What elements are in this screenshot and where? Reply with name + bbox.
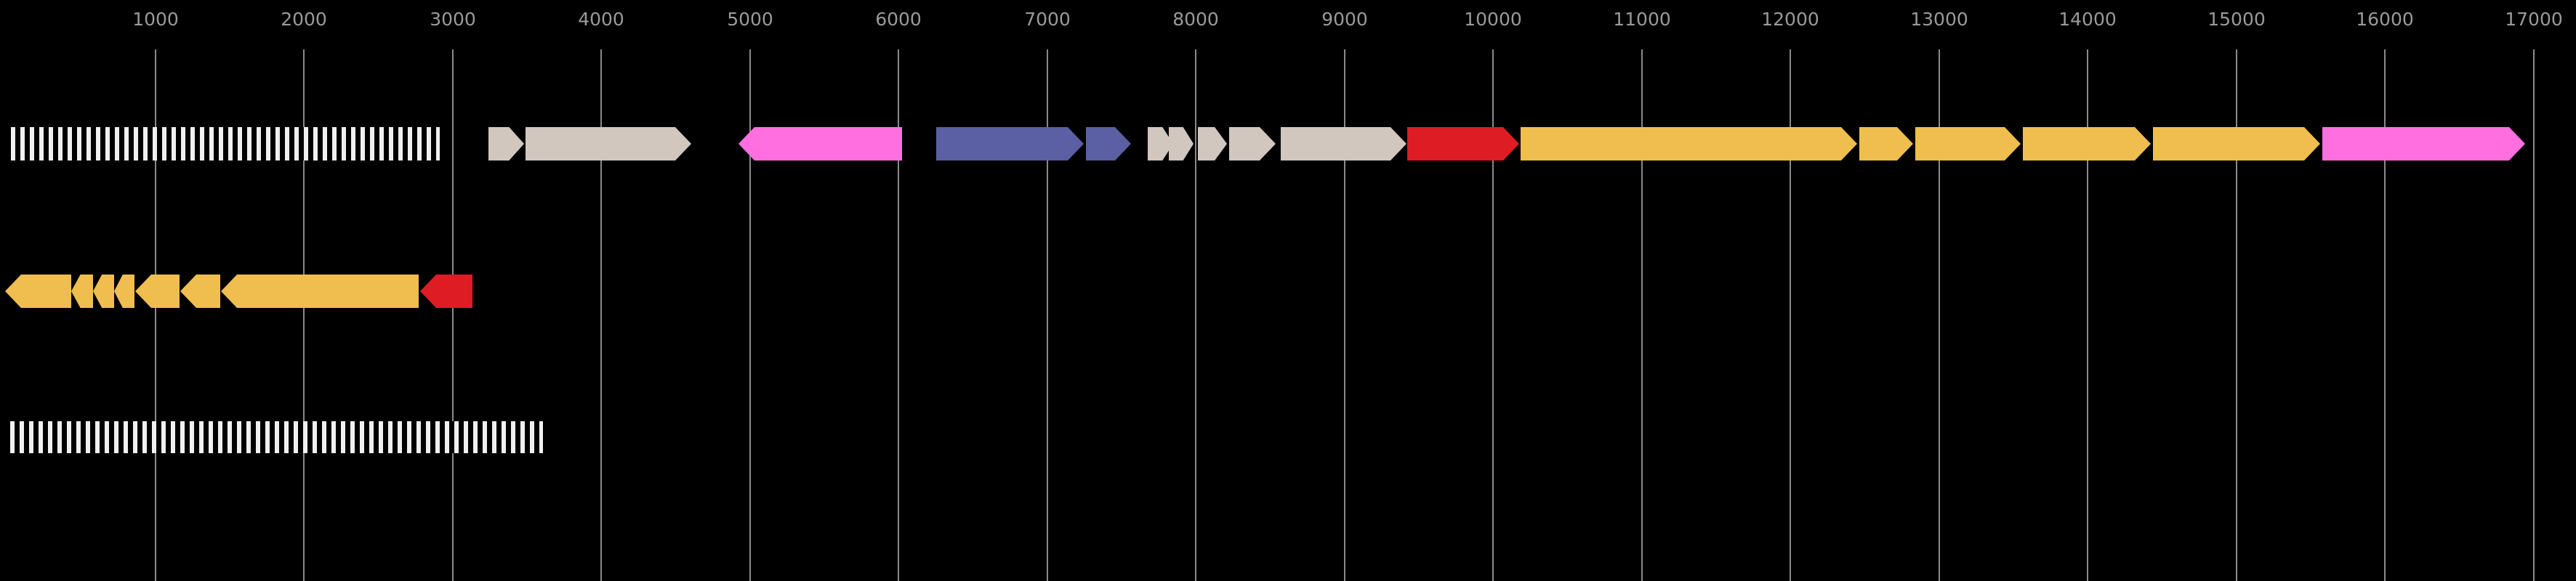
- ruler-tick-label: 5000: [727, 9, 773, 30]
- ruler-tick-label: 7000: [1024, 9, 1071, 30]
- region-hatched-1[interactable]: [6, 127, 440, 161]
- gene-red-2[interactable]: [420, 275, 472, 308]
- gridline: [1047, 49, 1048, 581]
- gene-yellow-9[interactable]: [114, 275, 134, 308]
- gridline: [1492, 49, 1494, 581]
- gene-yellow-11[interactable]: [180, 275, 220, 308]
- gridline: [2533, 49, 2535, 581]
- hatch-pattern: [5, 421, 543, 453]
- gridline: [1790, 49, 1791, 581]
- track-3: [0, 421, 2576, 453]
- gene-blue-1[interactable]: [936, 127, 1084, 161]
- ruler-tick-label: 1000: [132, 9, 179, 30]
- gene-pink-2[interactable]: [2322, 127, 2525, 161]
- gene-grey-6[interactable]: [1229, 127, 1276, 161]
- ruler-tick-label: 13000: [1910, 9, 1968, 30]
- gene-grey-4[interactable]: [1169, 127, 1194, 161]
- gridline: [303, 49, 305, 581]
- gene-yellow-2[interactable]: [1859, 127, 1913, 161]
- gene-grey-7[interactable]: [1281, 127, 1406, 161]
- gridline: [1344, 49, 1345, 581]
- ruler-tick-label: 8000: [1172, 9, 1219, 30]
- ruler-tick-label: 16000: [2356, 9, 2414, 30]
- gridline: [452, 49, 454, 581]
- gene-pink-1[interactable]: [738, 127, 902, 161]
- gridline: [600, 49, 602, 581]
- gene-yellow-10[interactable]: [135, 275, 180, 308]
- gene-yellow-3[interactable]: [1915, 127, 2021, 161]
- hatch-pattern: [6, 127, 440, 161]
- gridline: [1641, 49, 1643, 581]
- ruler-tick-label: 2000: [281, 9, 327, 30]
- gene-yellow-1[interactable]: [1521, 127, 1857, 161]
- gridline: [2236, 49, 2237, 581]
- gene-yellow-8[interactable]: [93, 275, 114, 308]
- coordinate-ruler[interactable]: 1000 2000 3000 4000 5000 6000 7000 8000 9000 1000…: [0, 0, 2576, 49]
- ruler-tick-label: 6000: [875, 9, 922, 30]
- ruler-tick-label: 11000: [1613, 9, 1671, 30]
- gene-yellow-12[interactable]: [221, 275, 419, 308]
- gene-grey-2[interactable]: [526, 127, 691, 161]
- gene-yellow-4[interactable]: [2023, 127, 2151, 161]
- gridline: [898, 49, 899, 581]
- gene-grey-1[interactable]: [488, 127, 524, 161]
- gridline: [1195, 49, 1196, 581]
- track-1: [0, 127, 2576, 161]
- gene-yellow-6[interactable]: [5, 275, 71, 308]
- gridline: [2384, 49, 2386, 581]
- gene-grey-3[interactable]: [1148, 127, 1173, 161]
- gridline: [749, 49, 751, 581]
- gene-yellow-7[interactable]: [71, 275, 93, 308]
- ruler-tick-label: 14000: [2058, 9, 2117, 30]
- ruler-tick-label: 12000: [1761, 9, 1819, 30]
- gridline: [1939, 49, 1940, 581]
- ruler-tick-label: 3000: [430, 9, 476, 30]
- gridline: [155, 49, 156, 581]
- gene-blue-2[interactable]: [1086, 127, 1131, 161]
- region-hatched-2[interactable]: [5, 421, 543, 453]
- gridline: [2087, 49, 2088, 581]
- gene-yellow-5[interactable]: [2153, 127, 2320, 161]
- ruler-tick-label: 10000: [1464, 9, 1522, 30]
- ruler-tick-label: 17000: [2505, 9, 2563, 30]
- track-2: [0, 275, 2576, 308]
- ruler-tick-label: 15000: [2207, 9, 2266, 30]
- gene-grey-5[interactable]: [1198, 127, 1227, 161]
- gene-red-1[interactable]: [1407, 127, 1519, 161]
- ruler-tick-label: 9000: [1321, 9, 1368, 30]
- ruler-tick-label: 4000: [578, 9, 624, 30]
